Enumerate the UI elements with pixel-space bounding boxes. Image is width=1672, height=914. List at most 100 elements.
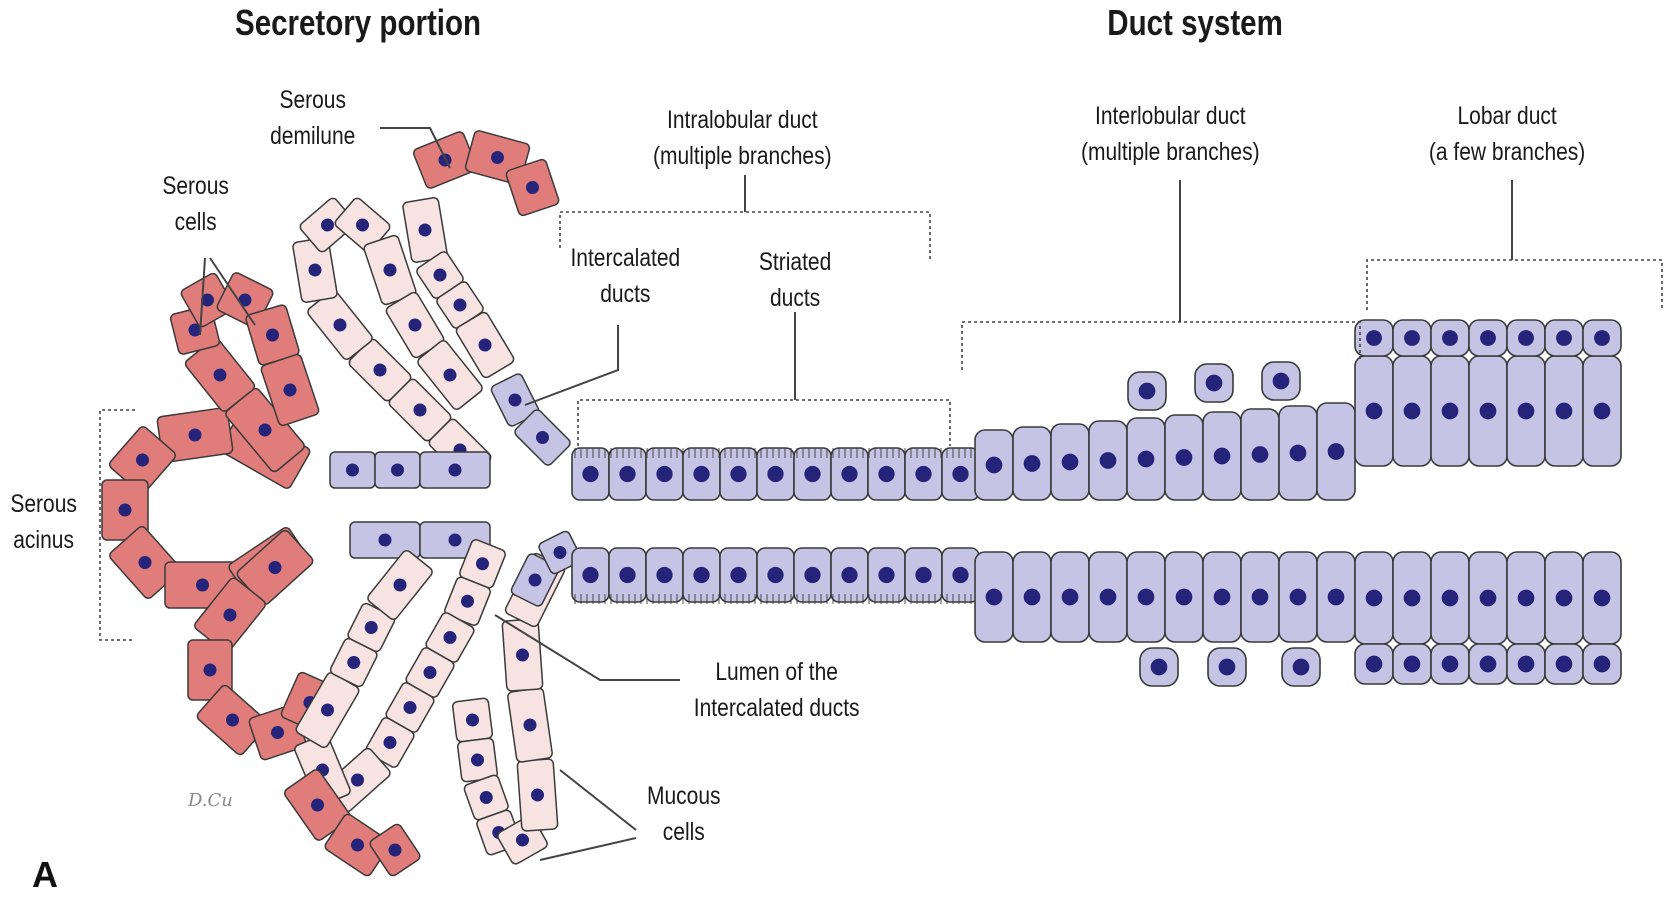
nucleus (1366, 590, 1383, 607)
nucleus (804, 567, 820, 583)
intercalated-leader (525, 325, 618, 405)
lobar-bracket (1367, 260, 1662, 310)
nucleus (1062, 454, 1079, 471)
nucleus (1151, 659, 1168, 676)
nucleus (619, 466, 635, 482)
nucleus (582, 466, 598, 482)
intercalated-duct-cell (420, 452, 490, 488)
mucous-cell (517, 759, 558, 832)
nucleus (1518, 330, 1534, 346)
nucleus (730, 466, 746, 482)
striated-bracket (578, 400, 950, 446)
artist-signature: D.Cu (188, 790, 233, 811)
nucleus (767, 567, 783, 583)
nucleus (1594, 330, 1610, 346)
gland-tissue (102, 130, 1621, 878)
nucleus (1138, 451, 1155, 468)
nucleus (1206, 375, 1223, 392)
interlobular-bracket (962, 322, 1360, 370)
nucleus (1404, 656, 1421, 673)
nucleus (1480, 403, 1497, 420)
serous-acinus-label: Serousacinus (10, 486, 77, 558)
nucleus (1328, 443, 1345, 460)
serous-demilune-label: Serousdemilune (270, 82, 355, 154)
intercalated-duct-cell (330, 452, 375, 488)
mucous-cell (507, 687, 553, 762)
mucous-leader-1 (560, 770, 636, 830)
nucleus (1442, 656, 1459, 673)
nucleus (656, 567, 672, 583)
nucleus (952, 466, 968, 482)
nucleus (986, 589, 1003, 606)
nucleus (1252, 589, 1269, 606)
mucous-cell (502, 619, 543, 692)
nucleus (1480, 590, 1497, 607)
nucleus (1594, 403, 1611, 420)
nucleus (915, 567, 931, 583)
nucleus (804, 466, 820, 482)
nucleus (1214, 589, 1231, 606)
nucleus (1556, 330, 1572, 346)
nucleus (841, 567, 857, 583)
nucleus (656, 466, 672, 482)
interlobular-duct-label: Interlobular duct(multiple branches) (1081, 98, 1260, 170)
nucleus (1404, 330, 1420, 346)
nucleus (1404, 403, 1421, 420)
nucleus (986, 457, 1003, 474)
nucleus (693, 466, 709, 482)
nucleus (1290, 445, 1307, 462)
nucleus (582, 567, 598, 583)
nucleus (1518, 403, 1535, 420)
serous-demilune-cell (368, 823, 421, 878)
nucleus (1252, 446, 1269, 463)
nucleus (1176, 589, 1193, 606)
nucleus (1366, 330, 1382, 346)
nucleus (767, 466, 783, 482)
secretory-portion-header: Secretory portion (235, 2, 481, 44)
nucleus (1366, 403, 1383, 420)
nucleus (693, 567, 709, 583)
intralobular-duct-label: Intralobular duct(multiple branches) (653, 102, 832, 174)
nucleus (1366, 656, 1383, 673)
lobar-duct-label: Lobar duct(a few branches) (1429, 98, 1585, 170)
nucleus (1556, 656, 1573, 673)
nucleus (1290, 589, 1307, 606)
nucleus (1594, 656, 1611, 673)
nucleus (878, 466, 894, 482)
nucleus (1024, 589, 1041, 606)
nucleus (1062, 589, 1079, 606)
nucleus (1138, 589, 1155, 606)
nucleus (915, 466, 931, 482)
nucleus (619, 567, 635, 583)
nucleus (1518, 590, 1535, 607)
panel-letter: A (32, 854, 58, 896)
nucleus (1556, 403, 1573, 420)
nucleus (1442, 590, 1459, 607)
nucleus (1556, 590, 1573, 607)
nucleus (1328, 589, 1345, 606)
nucleus (1480, 330, 1496, 346)
nucleus (1100, 589, 1117, 606)
mucous-cell (452, 698, 493, 742)
nucleus (1139, 383, 1156, 400)
nucleus (1024, 455, 1041, 472)
intercalated-duct-cell (375, 452, 420, 488)
nucleus (878, 567, 894, 583)
nucleus (730, 567, 746, 583)
nucleus (1480, 656, 1497, 673)
nucleus (1518, 656, 1535, 673)
nucleus (1404, 590, 1421, 607)
nucleus (1442, 330, 1458, 346)
nucleus (841, 466, 857, 482)
nucleus (952, 567, 968, 583)
duct-system-header: Duct system (1107, 2, 1283, 44)
nucleus (1442, 403, 1459, 420)
nucleus (1293, 659, 1310, 676)
nucleus (1100, 452, 1117, 469)
nucleus (1214, 448, 1231, 465)
